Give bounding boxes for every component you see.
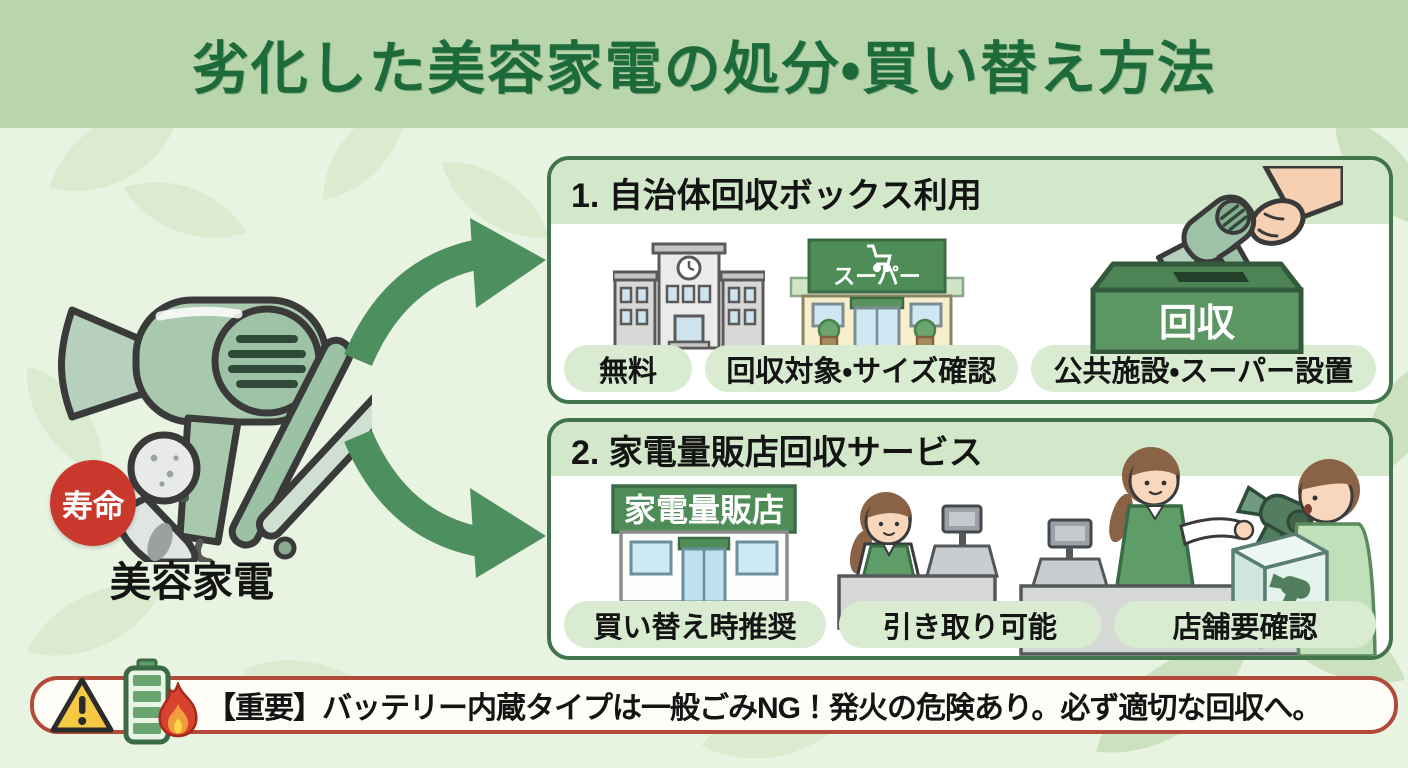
collection-box-label-text: 回収 xyxy=(1159,303,1236,345)
cart-icon xyxy=(867,244,892,273)
page-title: 劣化した美容家電の処分・買い替え方法 xyxy=(191,37,1217,101)
pill-check-store-text: 店舗要確認 xyxy=(1172,611,1318,644)
pill-free-text: 無料 xyxy=(598,355,657,388)
pill-replace-recommended-text: 買い替え時推奨 xyxy=(593,611,797,644)
store-sign-text: 家電量販店 xyxy=(624,492,784,528)
flame-icon xyxy=(158,682,198,738)
method1-box: 1. 自治体回収ボックス利用 xyxy=(547,156,1393,404)
lifespan-badge: 寿命 xyxy=(50,460,136,546)
supermarket-sign-text: スーパー xyxy=(833,264,921,289)
method2-box: 2. 家電量販店回収サービス 家電量販店 xyxy=(547,418,1393,660)
flow-arrows xyxy=(344,218,546,578)
warning-bar: 【重要】バッテリー内蔵タイプは一般ごみNG！発火の危険あり。必ず適切な回収へ。 xyxy=(30,658,1398,745)
pill-pickup-available-text: 引き取り可能 xyxy=(882,611,1057,644)
title-band: 劣化した美容家電の処分・買い替え方法 xyxy=(0,0,1408,128)
method2-content: 家電量販店 xyxy=(551,447,1389,656)
pill-replace-recommended: 買い替え時推奨 xyxy=(564,601,826,648)
handover-scene-icon xyxy=(1019,447,1377,656)
lifespan-badge-text: 寿命 xyxy=(62,488,124,524)
method2-header: 2. 家電量販店回収サービス xyxy=(551,422,1389,476)
pill-size-check-text: 回収対象・サイズ確認 xyxy=(726,355,997,388)
warning-text: 【重要】バッテリー内蔵タイプは一般ごみNG！発火の危険あり。必ず適切な回収へ。 xyxy=(206,692,1322,725)
source-item-label: 美容家電 xyxy=(110,559,274,605)
arrow-up-icon xyxy=(344,218,546,367)
hair-straightener-icon xyxy=(228,336,372,560)
method1-header: 1. 自治体回収ボックス利用 xyxy=(551,160,1389,224)
pill-locations-text: 公共施設・スーパー設置 xyxy=(1053,355,1354,388)
arrow-down-icon xyxy=(344,429,546,578)
electronics-store-icon: 家電量販店 xyxy=(611,484,797,604)
pill-check-store: 店舗要確認 xyxy=(1114,601,1376,648)
method2-pill-row: 買い替え時推奨 引き取り可能 店舗要確認 xyxy=(564,601,1376,648)
government-building-icon xyxy=(613,242,765,350)
beauty-appliances-illustration xyxy=(51,296,372,562)
hair-dryer-icon xyxy=(58,296,330,562)
collection-box-icon: 回収 xyxy=(1090,166,1343,354)
method2-heading: 2. 家電量販店回収サービス xyxy=(571,433,983,472)
pill-free: 無料 xyxy=(564,345,692,392)
pill-pickup-available: 引き取り可能 xyxy=(839,601,1101,648)
pill-size-check: 回収対象・サイズ確認 xyxy=(705,345,1018,392)
method1-content: スーパー xyxy=(551,166,1389,400)
method1-heading: 1. 自治体回収ボックス利用 xyxy=(571,176,982,215)
supermarket-icon: スーパー xyxy=(789,238,965,350)
warning-triangle-icon xyxy=(50,677,114,733)
